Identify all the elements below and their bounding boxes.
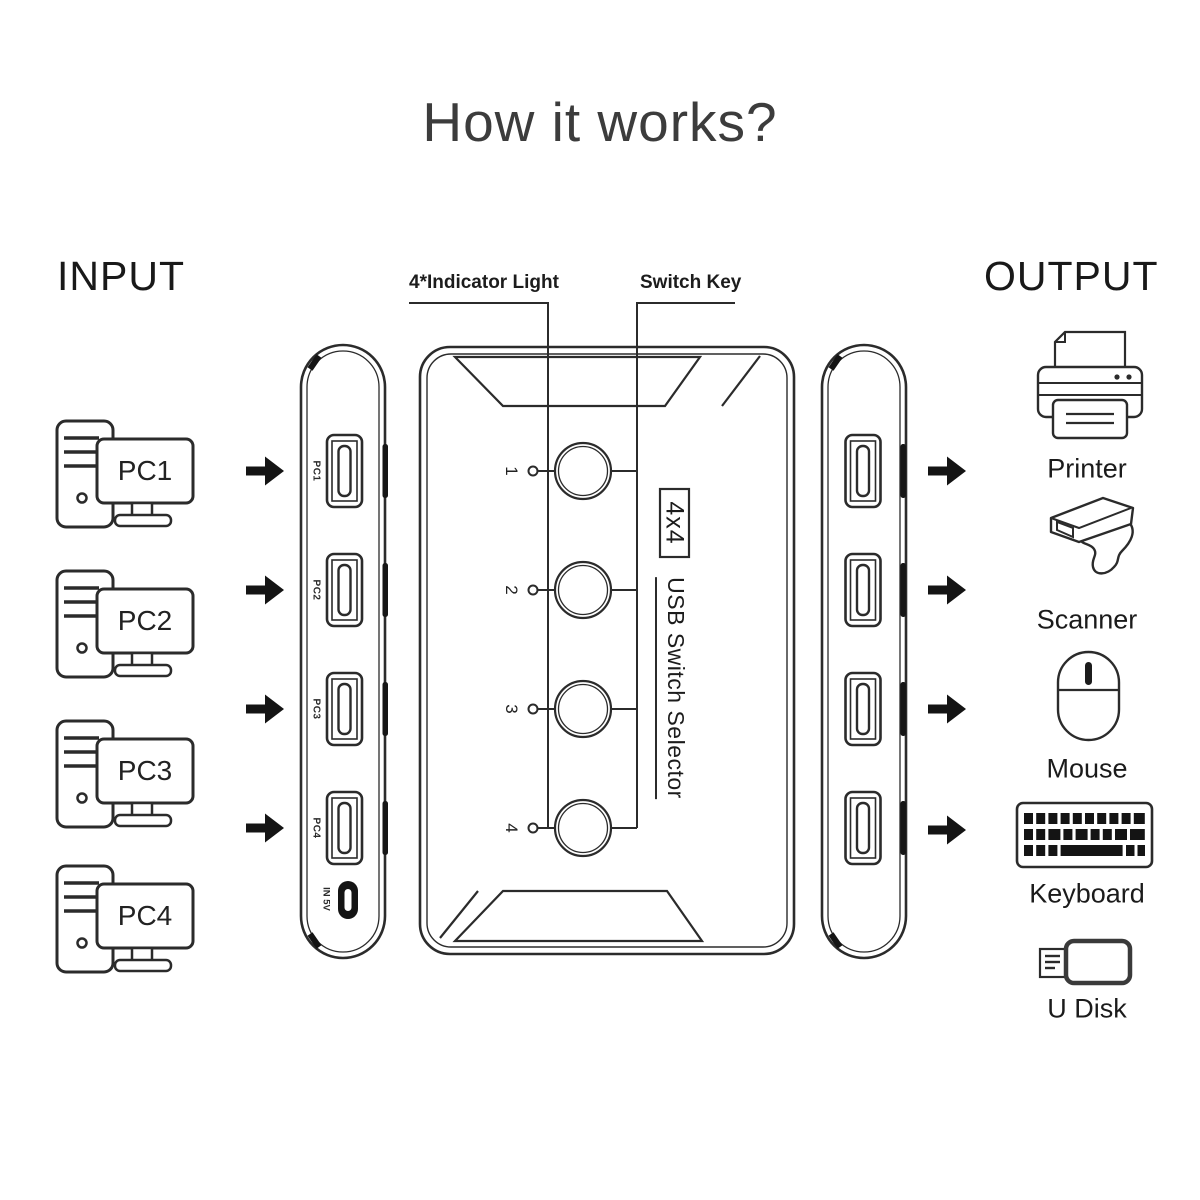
mouse-label: Mouse [1046, 753, 1128, 784]
indicator-leader-line [409, 302, 549, 828]
keyboard-label: Keyboard [1029, 878, 1145, 909]
output-port-4 [844, 790, 882, 866]
mouse-icon [1056, 650, 1121, 742]
printer-label: Printer [1047, 453, 1127, 484]
pc1-label: PC1 [117, 455, 173, 486]
switch-button-3-icon [553, 679, 613, 739]
input-arrow-2-icon [246, 575, 284, 605]
output-arrow-2-icon [928, 575, 966, 605]
output-section-label: OUTPUT [984, 253, 1159, 299]
device-name-label: USB Switch Selector [655, 577, 689, 799]
keyboard-icon [1015, 801, 1154, 869]
input-port-panel [301, 345, 388, 958]
power-port-icon [338, 881, 358, 919]
indicator-light-4-icon [527, 822, 539, 834]
pc2-label: PC2 [117, 605, 173, 636]
input-arrow-1-icon [246, 456, 284, 486]
indicator-light-3-icon [527, 703, 539, 715]
channel-2 [527, 560, 637, 620]
button-number-4: 4 [502, 823, 521, 833]
pc4-label: PC4 [117, 900, 173, 931]
input-port-pc4-label: PC4 [310, 817, 322, 839]
output-port-2 [844, 552, 882, 628]
input-port-pc2 [325, 552, 364, 628]
scanner-label: Scanner [1036, 604, 1138, 635]
page-title: How it works? [422, 91, 778, 153]
printer-icon [1036, 330, 1144, 440]
model-badge-box [658, 487, 691, 559]
scanner-icon [1049, 496, 1135, 575]
input-port-pc1-label: PC1 [310, 460, 322, 482]
power-port-label: IN 5V [320, 887, 332, 911]
output-arrow-4-icon [928, 815, 966, 845]
input-port-pc4 [325, 790, 364, 866]
input-arrow-4-icon [246, 813, 284, 843]
indicator-light-callout: 4*Indicator Light [409, 272, 559, 293]
output-arrow-1-icon [928, 456, 966, 486]
switch-key-callout: Switch Key [640, 272, 742, 293]
switch-button-4-icon [553, 798, 613, 858]
pc3-label: PC3 [117, 755, 173, 786]
output-port-1 [844, 433, 882, 509]
input-section-label: INPUT [57, 253, 185, 299]
usb-switch-device [409, 302, 796, 956]
input-port-pc2-label: PC2 [310, 579, 322, 601]
channel-4 [527, 798, 637, 858]
input-port-pc3-label: PC3 [310, 698, 322, 720]
channel-3 [527, 679, 637, 739]
indicator-light-1-icon [527, 465, 539, 477]
udisk-label: U Disk [1047, 993, 1127, 1024]
button-number-2: 2 [502, 585, 521, 595]
button-number-3: 3 [502, 704, 521, 714]
device-model-label: 4x4 [660, 501, 689, 545]
switch-button-2-icon [553, 560, 613, 620]
input-port-pc3 [325, 671, 364, 747]
output-port-panel [822, 345, 906, 958]
output-port-3 [844, 671, 882, 747]
switch-key-leader-line [636, 302, 735, 828]
channel-1 [527, 441, 637, 501]
output-arrow-3-icon [928, 694, 966, 724]
button-number-1: 1 [502, 466, 521, 476]
input-port-pc1 [325, 433, 364, 509]
switch-button-1-icon [553, 441, 613, 501]
input-arrow-3-icon [246, 694, 284, 724]
udisk-icon [1038, 938, 1133, 986]
top-grip [452, 355, 703, 408]
indicator-light-2-icon [527, 584, 539, 596]
bottom-grip [452, 889, 705, 943]
